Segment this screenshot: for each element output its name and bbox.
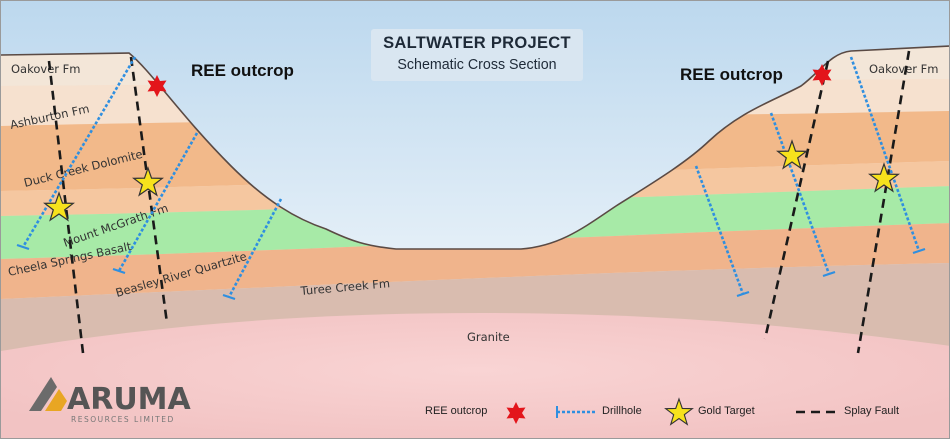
drillhole-6: [849, 56, 921, 252]
diagram-subtitle: Schematic Cross Section: [397, 56, 557, 73]
aruma-logo: ARUMA RESOURCES LIMITED: [29, 377, 192, 424]
splay-faults: [47, 50, 911, 354]
drillhole-4: [694, 165, 745, 295]
callout-ree-right: REE outcrop: [680, 65, 783, 84]
ree-outcrop-star: [147, 75, 167, 97]
fault-right-2: [856, 50, 911, 354]
label-oakover-left: Oakover Fm: [11, 62, 80, 76]
diagram-title: SALTWATER PROJECT: [383, 34, 571, 52]
gold-target-star: [131, 166, 165, 197]
drillhole-1: [21, 56, 137, 248]
title-box: SALTWATER PROJECT Schematic Cross Sectio…: [371, 29, 583, 81]
label-granite: Granite: [467, 330, 510, 344]
legend-gold-star-icon: [664, 397, 694, 426]
gold-target-star: [867, 162, 901, 193]
fault-left-1: [47, 60, 85, 354]
logo-tagline: RESOURCES LIMITED: [71, 415, 175, 424]
legend-ree-label: REE outcrop: [425, 405, 488, 417]
drillholes: [21, 56, 921, 298]
drillhole-endcaps: [16, 243, 926, 301]
drillhole-3: [227, 198, 283, 298]
gold-targets: [42, 139, 901, 222]
label-oakover-right: Oakover Fm: [869, 62, 938, 76]
legend-gold-label: Gold Target: [698, 405, 755, 417]
granite-body: [1, 313, 949, 438]
topographic-surface: [1, 45, 949, 250]
legend-ree-star-icon: [506, 402, 526, 424]
callout-ree-left: REE outcrop: [191, 61, 294, 80]
legend-fault-label: Splay Fault: [844, 405, 900, 417]
drillhole-5: [769, 112, 831, 275]
ree-outcrop-star: [812, 64, 832, 86]
gold-target-star: [42, 191, 76, 222]
legend-symbols: [506, 397, 839, 426]
ree-outcrops: [147, 64, 832, 97]
drillhole-2: [117, 132, 199, 272]
logo-brand-text: ARUMA: [67, 382, 192, 417]
legend-drillhole-label: Drillhole: [602, 405, 642, 417]
fault-right-1: [763, 60, 830, 340]
gold-target-star: [775, 139, 809, 170]
